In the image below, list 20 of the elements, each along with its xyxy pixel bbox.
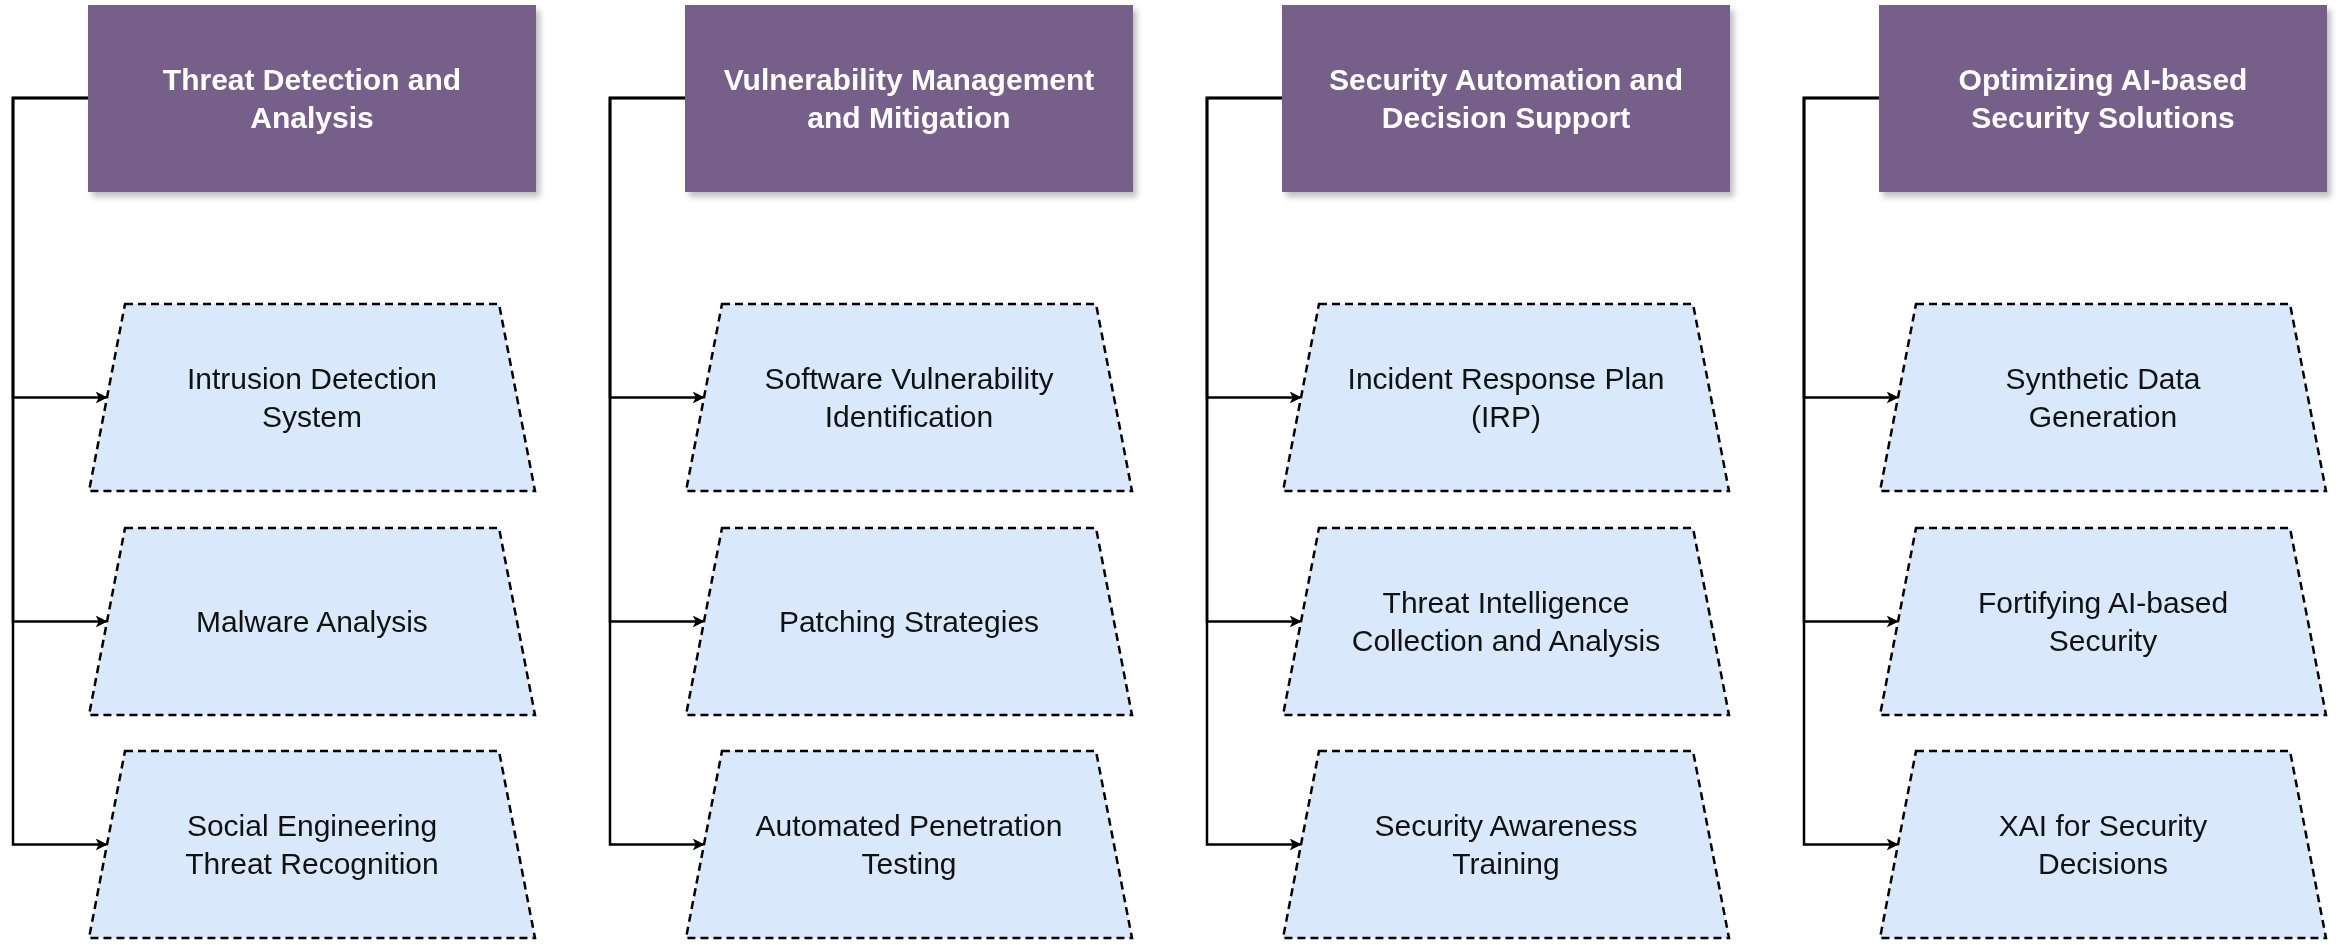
topic-label: Automated Penetration Testing xyxy=(754,807,1064,882)
category-header: Security Automation and Decision Support xyxy=(1282,5,1730,192)
arrow xyxy=(11,96,108,851)
category-header: Threat Detection and Analysis xyxy=(88,5,536,192)
topic-label: Intrusion Detection System xyxy=(185,360,439,435)
topic-label: Patching Strategies xyxy=(778,603,1040,640)
topic-label: Incident Response Plan (IRP) xyxy=(1346,360,1666,435)
arrow xyxy=(1205,96,1302,851)
topic-label: Social Engineering Threat Recognition xyxy=(184,807,440,882)
topic-label: Software Vulnerability Identification xyxy=(763,360,1055,435)
category-header: Optimizing AI-based Security Solutions xyxy=(1879,5,2327,192)
topic-label: Fortifying AI-based Security xyxy=(1976,584,2230,659)
topic-label: Synthetic Data Generation xyxy=(2004,360,2202,435)
topic-label: XAI for Security Decisions xyxy=(1997,807,2209,882)
arrow xyxy=(608,96,705,851)
topic-label: Security Awareness Training xyxy=(1373,807,1639,882)
arrow xyxy=(1802,96,1899,851)
category-header: Vulnerability Management and Mitigation xyxy=(685,5,1133,192)
topic-label: Threat Intelligence Collection and Analysis xyxy=(1350,584,1662,659)
topic-label: Malware Analysis xyxy=(196,603,428,640)
